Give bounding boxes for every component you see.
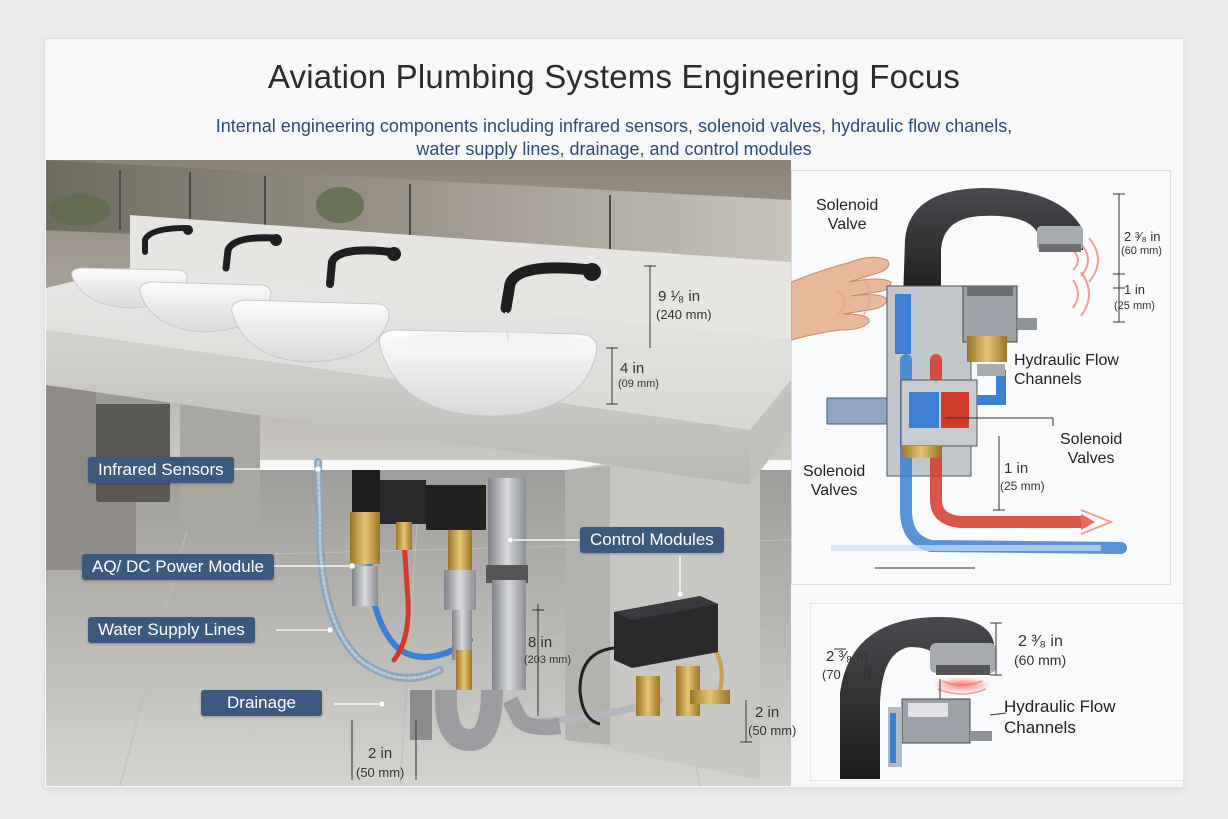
- dim-faucet-height-mm: (240 mm): [656, 307, 712, 322]
- callout-infrared-sensors: Infrared Sensors: [88, 457, 234, 483]
- label-solenoid-valve-top: Solenoid Valve: [816, 197, 879, 233]
- faucet-cutaway-panel: [791, 170, 1171, 585]
- dim-basin-depth-mm: (09 mm): [618, 378, 659, 390]
- dim-drain-width-mm: (50 mm): [356, 765, 405, 780]
- dim-basin-depth: 4 in: [620, 360, 645, 377]
- faucet-cutaway-diagram: [791, 188, 1127, 569]
- page-title: Aviation Plumbing Systems Engineering Fo…: [267, 58, 961, 95]
- label-solenoid-valves-left: Solenoid Valves: [803, 463, 866, 499]
- dim-spout-height-mm: (60 mm): [1121, 245, 1162, 257]
- subtitle-line-1: Internal engineering components includin…: [215, 116, 1013, 136]
- dim-faucet-height: 9 ¹⁄₈ in: [658, 288, 701, 305]
- subtitle-line-2: water supply lines, drainage, and contro…: [416, 139, 812, 159]
- sensor-closeup-diagram: [834, 617, 1007, 779]
- closeup-dim-right-mm: (60 mm): [1014, 652, 1067, 668]
- dim-spout-height: 2 ³⁄₈ in: [1124, 229, 1161, 244]
- dim-pipe-height-mm: (203 mm): [524, 654, 572, 666]
- callout-power-module: AQ/ DC Power Module: [82, 554, 274, 580]
- closeup-dim-left: 2 ³⁄₈ in: [826, 648, 869, 665]
- dim-flow-drop-mm: (25 mm): [1000, 479, 1045, 493]
- closeup-dim-right: 2 ³⁄₈ in: [1018, 633, 1063, 650]
- dim-pipe-height: 8 in: [528, 634, 553, 651]
- closeup-dim-left-mm: (70 mm): [822, 667, 871, 682]
- label-solenoid-valves-right: Solenoid Valves: [1060, 431, 1123, 467]
- dim-valve-offset: 2 in: [755, 704, 780, 721]
- dim-sensor-gap: 1 in: [1124, 282, 1145, 297]
- dim-sensor-gap-mm: (25 mm): [1114, 300, 1155, 312]
- closeup-label-hydraulic-flow: Hydraulic Flow Channels: [1004, 697, 1116, 737]
- dim-valve-offset-mm: (50 mm): [748, 723, 797, 738]
- callout-drainage: Drainage: [201, 690, 322, 716]
- dim-flow-drop: 1 in: [1004, 460, 1029, 477]
- callout-control-modules: Control Modules: [580, 527, 724, 553]
- label-hydraulic-flow-channels: Hydraulic Flow Channels: [1014, 352, 1119, 388]
- callout-water-supply-lines: Water Supply Lines: [88, 617, 255, 643]
- dim-drain-width: 2 in: [368, 745, 393, 762]
